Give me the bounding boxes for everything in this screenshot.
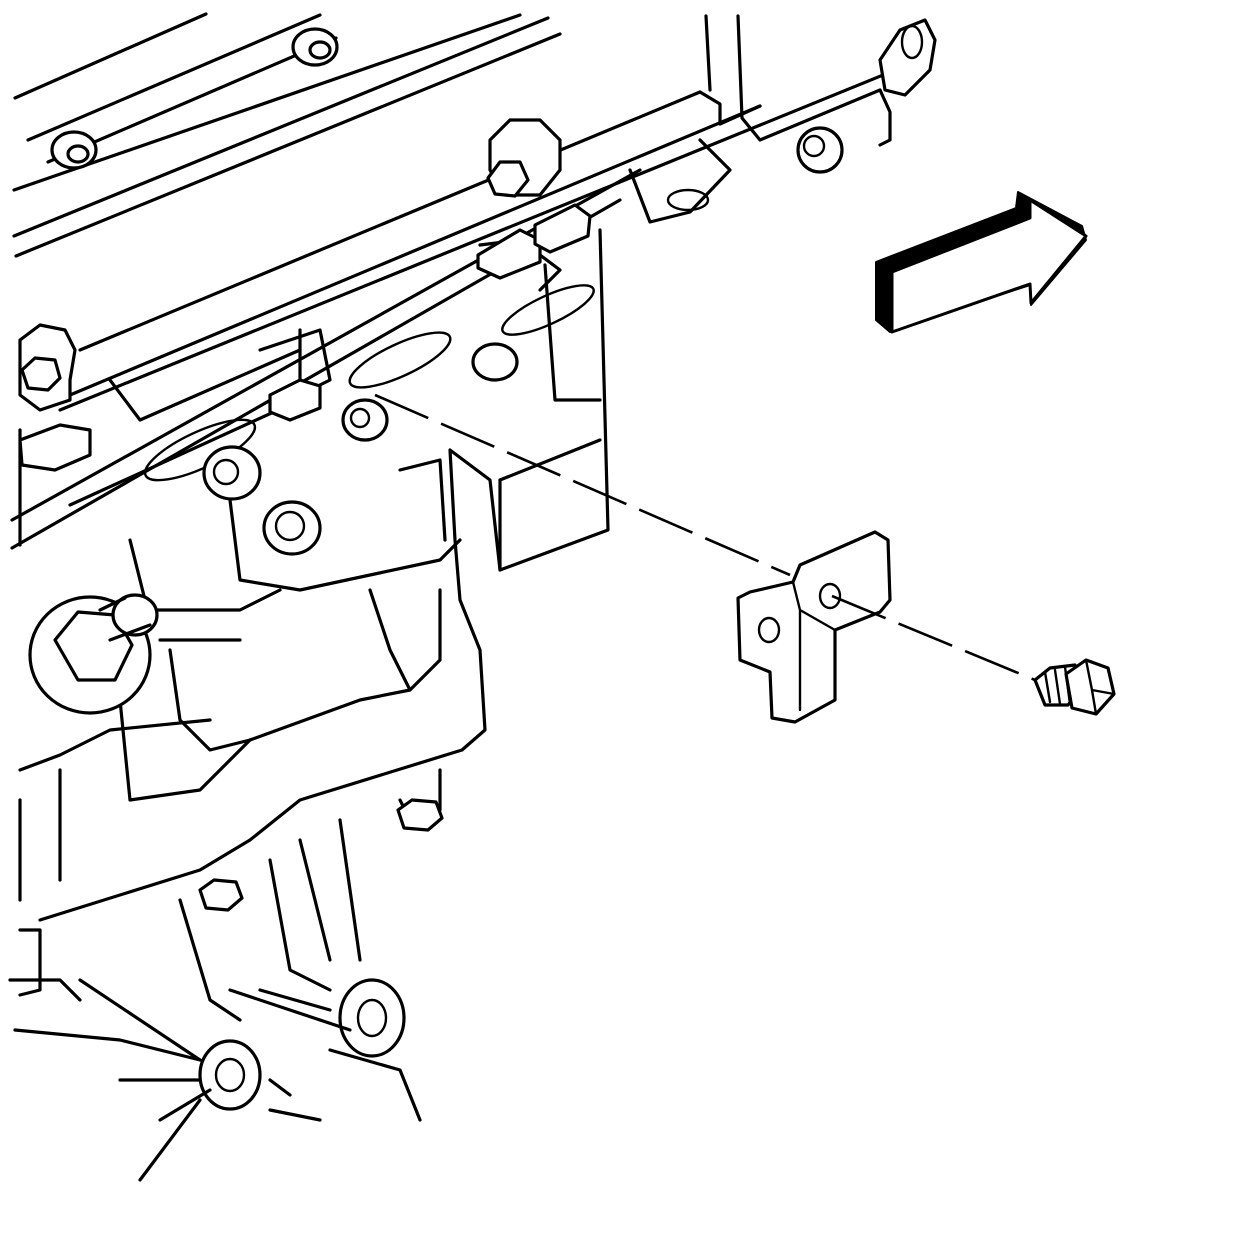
direction-arrow xyxy=(875,191,1088,334)
mounting-bracket xyxy=(736,530,892,724)
valve-cover xyxy=(12,12,562,258)
alignment-lines xyxy=(374,393,1036,682)
block-body xyxy=(18,228,610,922)
oil-sensor xyxy=(28,593,159,715)
engine-block xyxy=(8,12,937,1182)
oil-pan xyxy=(8,818,422,1182)
bracket-bolt xyxy=(1033,658,1116,716)
head-bolts xyxy=(18,118,592,472)
